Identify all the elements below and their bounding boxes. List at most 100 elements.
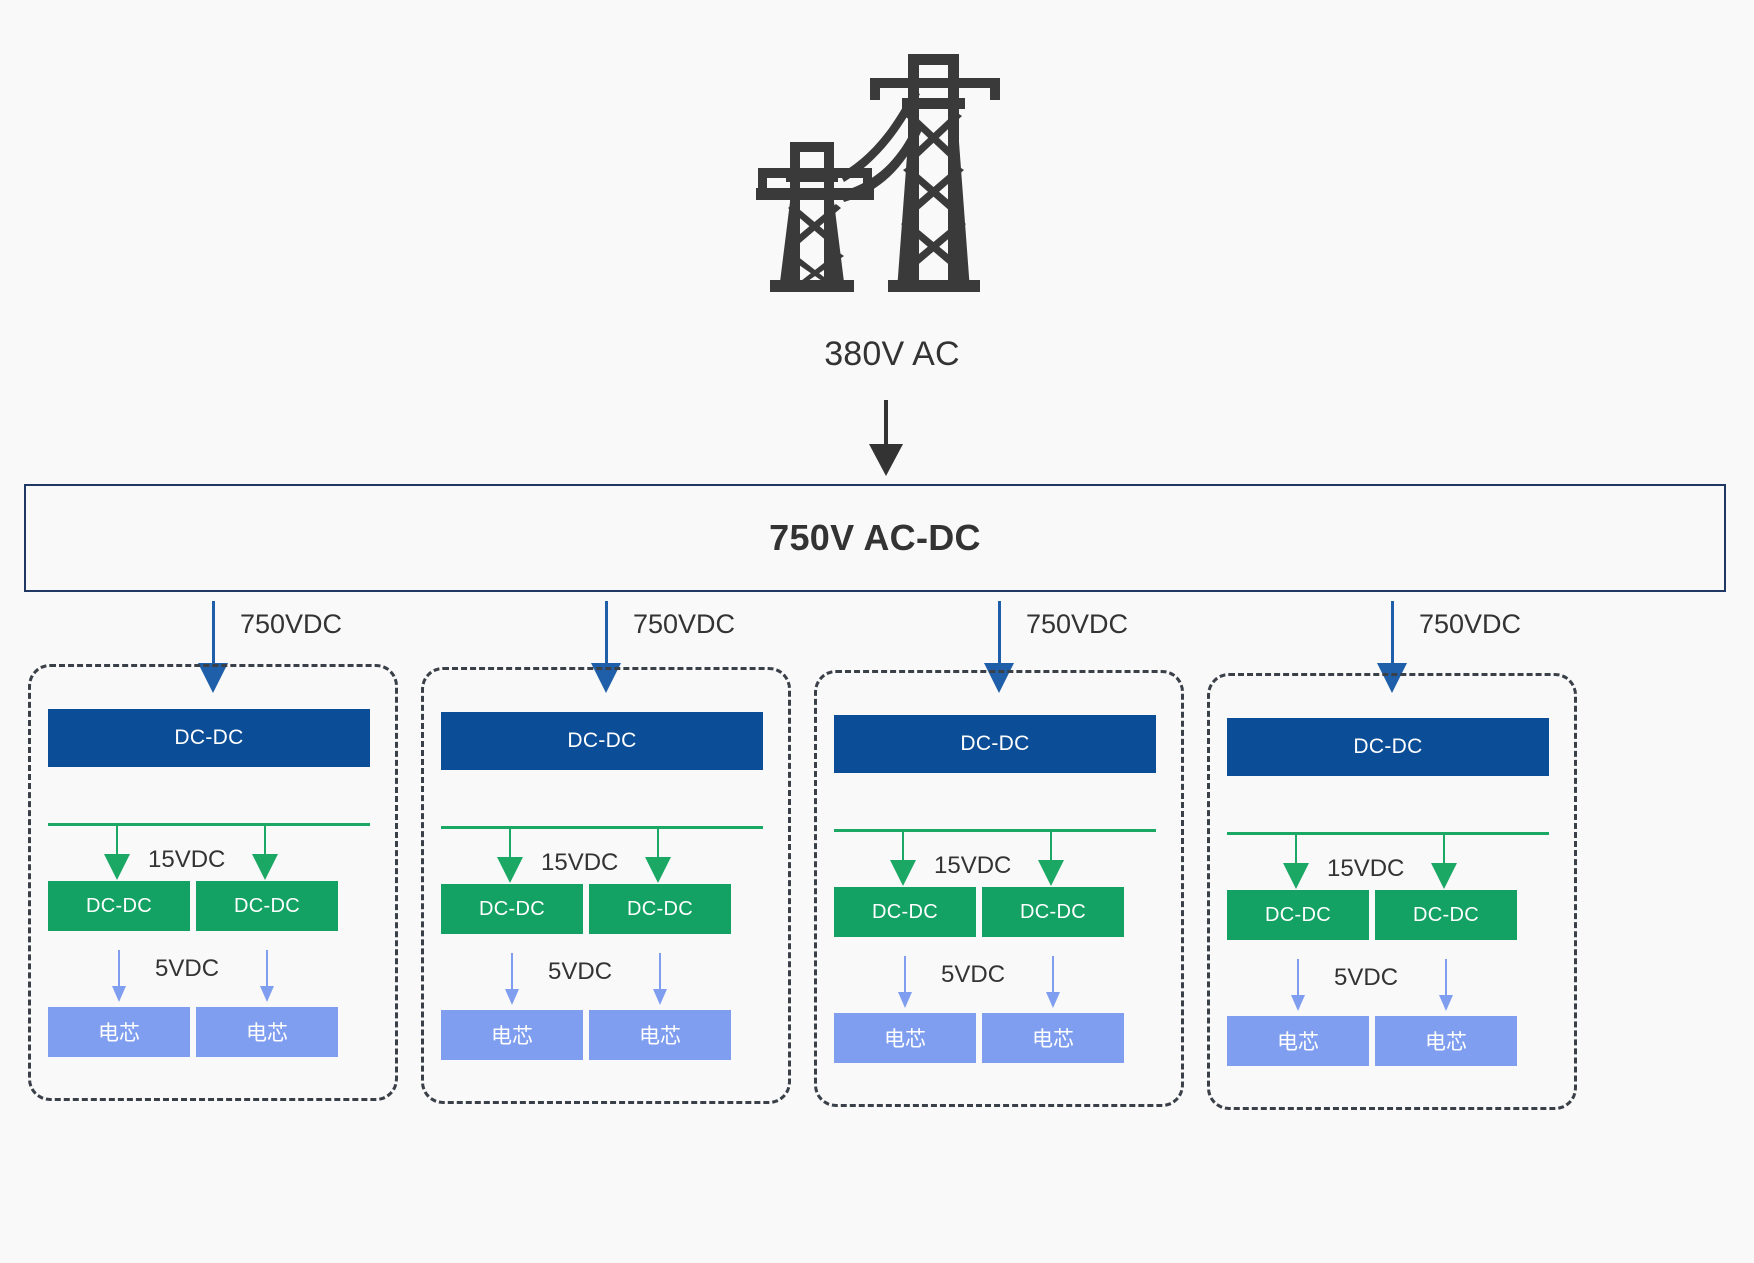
rack-group-3[interactable] — [814, 670, 1184, 1107]
source-to-converter-arrow — [867, 400, 907, 476]
cell-2b[interactable]: 电芯 — [589, 1010, 731, 1060]
mid-arrow-stem-1b — [264, 826, 266, 864]
low-arrow-head-3a — [898, 992, 912, 1008]
low-arrow-stem-2a — [511, 953, 513, 995]
source-voltage-label: 380V AC — [0, 335, 1754, 374]
mid-arrow-stem-2a — [509, 829, 511, 867]
cell-3b[interactable]: 电芯 — [982, 1013, 1124, 1063]
mid-arrow-stem-2b — [657, 829, 659, 867]
mid-arrow-4b — [1428, 835, 1462, 889]
cell-4a[interactable]: 电芯 — [1227, 1016, 1369, 1066]
bus-label-2: 15VDC — [541, 849, 619, 876]
mid-arrow-stem-4b — [1443, 835, 1445, 873]
low-label-1: 5VDC — [155, 955, 220, 982]
dcdc-mid-label-2a: DC-DC — [479, 897, 545, 920]
dcdc-mid-label-2b: DC-DC — [627, 897, 693, 920]
feeder-stem-3 — [998, 601, 1001, 677]
cell-3a[interactable]: 电芯 — [834, 1013, 976, 1063]
bus-bar-3 — [834, 829, 1156, 832]
low-arrow-head-1a — [112, 986, 126, 1002]
low-arrow-1b — [255, 950, 279, 1002]
low-arrow-head-2b — [653, 989, 667, 1005]
feeder-arrow-head-3 — [984, 663, 1014, 693]
dcdc-mid-label-4a: DC-DC — [1265, 903, 1331, 926]
feeder-arrow-4: 750VDC — [1371, 601, 1601, 693]
mid-arrow-head-4a — [1283, 863, 1309, 889]
cell-label-4b: 电芯 — [1425, 1031, 1467, 1054]
dcdc-mid-1b[interactable]: DC-DC — [196, 881, 338, 931]
low-arrow-2a — [500, 953, 524, 1005]
mid-arrow-head-1a — [104, 854, 130, 880]
dcdc-top-1[interactable]: DC-DC — [48, 709, 370, 767]
dcdc-top-2[interactable]: DC-DC — [441, 712, 763, 770]
bus-label-4: 15VDC — [1327, 855, 1405, 882]
low-arrow-4a — [1286, 959, 1310, 1011]
low-arrow-stem-1b — [266, 950, 268, 992]
source-voltage-text: 380V AC — [824, 335, 960, 373]
dcdc-mid-1a[interactable]: DC-DC — [48, 881, 190, 931]
dcdc-mid-label-1b: DC-DC — [234, 894, 300, 917]
low-arrow-3a — [893, 956, 917, 1008]
arrow-stem — [884, 400, 888, 454]
mid-arrow-stem-3b — [1050, 832, 1052, 870]
low-arrow-head-2a — [505, 989, 519, 1005]
feeder-arrow-1: 750VDC — [192, 601, 422, 693]
low-arrow-4b — [1434, 959, 1458, 1011]
dcdc-mid-2b[interactable]: DC-DC — [589, 884, 731, 934]
mid-arrow-head-2a — [497, 857, 523, 883]
feeder-label-2: 750VDC — [633, 609, 736, 639]
bus-bar-2 — [441, 826, 763, 829]
dcdc-mid-4b[interactable]: DC-DC — [1375, 890, 1517, 940]
feeder-arrow-head-1 — [198, 663, 228, 693]
dcdc-top-4[interactable]: DC-DC — [1227, 718, 1549, 776]
low-arrow-head-4b — [1439, 995, 1453, 1011]
cell-1b[interactable]: 电芯 — [196, 1007, 338, 1057]
mid-arrow-stem-1a — [116, 826, 118, 864]
cell-2a[interactable]: 电芯 — [441, 1010, 583, 1060]
feeder-label-4: 750VDC — [1419, 609, 1522, 639]
dcdc-mid-3a[interactable]: DC-DC — [834, 887, 976, 937]
low-arrow-stem-3a — [904, 956, 906, 998]
rack-group-1[interactable] — [28, 664, 398, 1101]
acdc-converter-box[interactable]: 750V AC-DC — [24, 484, 1726, 592]
rack-group-2[interactable] — [421, 667, 791, 1104]
feeder-stem-4 — [1391, 601, 1394, 677]
dcdc-mid-label-4b: DC-DC — [1413, 903, 1479, 926]
bus-bar-4 — [1227, 832, 1549, 835]
dcdc-mid-3b[interactable]: DC-DC — [982, 887, 1124, 937]
feeder-arrow-head-4 — [1377, 663, 1407, 693]
mid-arrow-4a — [1280, 835, 1314, 889]
cell-4b[interactable]: 电芯 — [1375, 1016, 1517, 1066]
low-arrow-1a — [107, 950, 131, 1002]
cell-1a[interactable]: 电芯 — [48, 1007, 190, 1057]
dcdc-mid-4a[interactable]: DC-DC — [1227, 890, 1369, 940]
cell-label-2b: 电芯 — [639, 1025, 681, 1048]
low-label-4: 5VDC — [1334, 964, 1399, 991]
mid-arrow-head-4b — [1431, 863, 1457, 889]
rack-group-4[interactable] — [1207, 673, 1577, 1110]
feeder-label-1: 750VDC — [240, 609, 343, 639]
dcdc-top-label-3: DC-DC — [960, 732, 1030, 755]
mid-arrow-2b — [642, 829, 676, 883]
dcdc-top-label-2: DC-DC — [567, 729, 637, 752]
mid-arrow-stem-3a — [902, 832, 904, 870]
mid-arrow-head-1b — [252, 854, 278, 880]
bus-label-1: 15VDC — [148, 846, 226, 873]
dcdc-mid-label-3b: DC-DC — [1020, 900, 1086, 923]
dcdc-mid-2a[interactable]: DC-DC — [441, 884, 583, 934]
feeder-stem-1 — [212, 601, 215, 677]
dcdc-mid-label-3a: DC-DC — [872, 900, 938, 923]
transmission-tower-icon — [752, 42, 1012, 292]
dcdc-top-label-1: DC-DC — [174, 726, 244, 749]
acdc-converter-label: 750V AC-DC — [769, 517, 981, 558]
dcdc-top-label-4: DC-DC — [1353, 735, 1423, 758]
feeder-label-3: 750VDC — [1026, 609, 1129, 639]
cell-label-3b: 电芯 — [1032, 1028, 1074, 1051]
mid-arrow-1b — [249, 826, 283, 880]
cell-label-1a: 电芯 — [98, 1022, 140, 1045]
low-arrow-stem-1a — [118, 950, 120, 992]
mid-arrow-3b — [1035, 832, 1069, 886]
mid-arrow-3a — [887, 832, 921, 886]
dcdc-top-3[interactable]: DC-DC — [834, 715, 1156, 773]
